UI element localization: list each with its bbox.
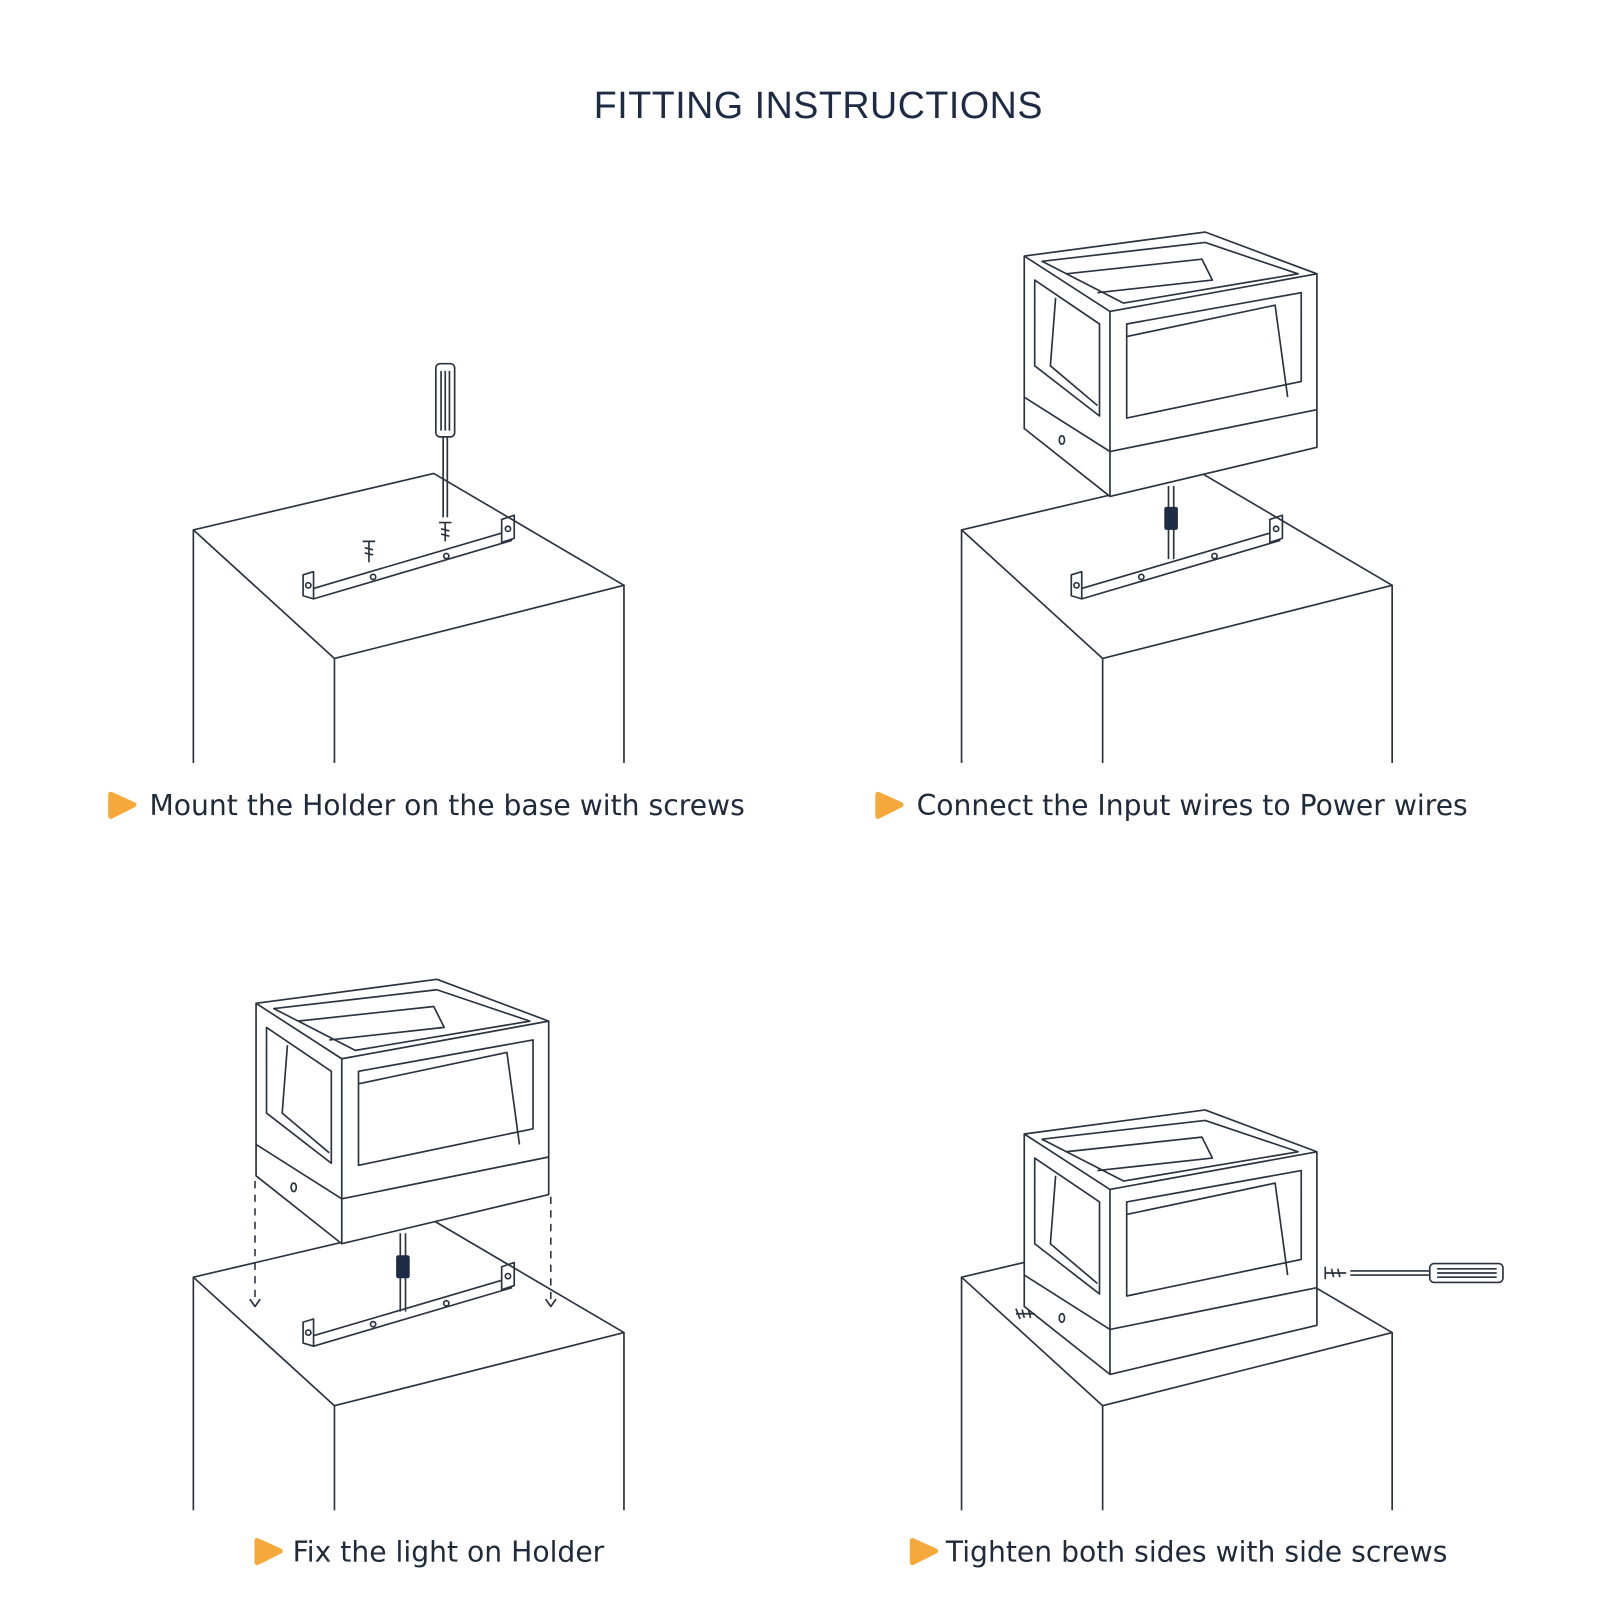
bullet-icon bbox=[108, 791, 137, 819]
step-2-caption: Connect the Input wires to Power wires bbox=[875, 789, 1468, 822]
step-3-caption: Fix the light on Holder bbox=[254, 1535, 605, 1568]
step-caption: Fix the light on Holder bbox=[293, 1535, 605, 1568]
step-3-illustration bbox=[192, 978, 625, 1512]
step-4-caption: Tighten both sides with side screws bbox=[909, 1535, 1448, 1568]
step-4-illustration bbox=[960, 1109, 1504, 1512]
post-lamp bbox=[1023, 231, 1318, 498]
bullet-icon bbox=[875, 791, 904, 819]
step-1-illustration bbox=[192, 362, 625, 764]
screw-icon bbox=[362, 521, 452, 563]
step-caption: Mount the Holder on the base with screws bbox=[149, 789, 744, 822]
screw-icon bbox=[1015, 1308, 1035, 1320]
post-lamp bbox=[255, 978, 550, 1245]
wire-connector-icon bbox=[1164, 506, 1178, 530]
step-caption: Tighten both sides with side screws bbox=[945, 1535, 1448, 1568]
arrow-down-icon bbox=[249, 1298, 557, 1308]
step-caption: Connect the Input wires to Power wires bbox=[917, 789, 1468, 822]
step-2-illustration bbox=[960, 231, 1393, 764]
post-lamp bbox=[1023, 1109, 1318, 1376]
pillar-base bbox=[192, 472, 625, 764]
bullet-icon bbox=[254, 1537, 283, 1566]
screwdriver-icon bbox=[1350, 1262, 1504, 1284]
screwdriver-icon bbox=[434, 362, 456, 518]
screw-icon bbox=[1324, 1266, 1347, 1280]
wire-connector-icon bbox=[396, 1255, 410, 1279]
alignment-guide bbox=[254, 1181, 552, 1302]
bullet-icon bbox=[909, 1537, 939, 1566]
step-1-caption: Mount the Holder on the base with screws bbox=[108, 789, 745, 822]
page-title: FITTING INSTRUCTIONS bbox=[594, 84, 1043, 126]
